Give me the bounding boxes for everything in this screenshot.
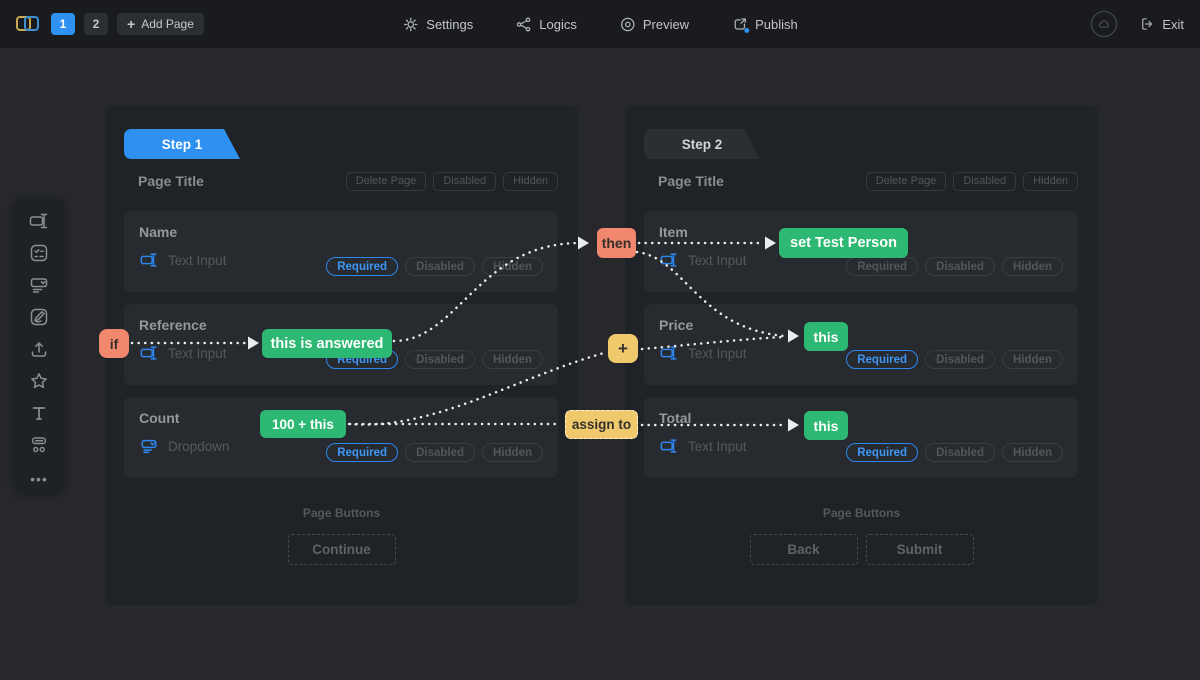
radio-group-tool[interactable] — [29, 435, 49, 455]
delete-page-button[interactable]: Delete Page — [865, 171, 947, 191]
logic-plus-operator-badge[interactable]: + — [608, 334, 638, 363]
page-disabled-toggle[interactable]: Disabled — [953, 171, 1017, 191]
text-input-icon — [659, 251, 679, 269]
step1-tab[interactable]: Step 1 — [124, 129, 240, 159]
dropdown-icon — [139, 437, 159, 455]
upload-tool[interactable] — [29, 339, 49, 359]
field-type-label: Dropdown — [168, 438, 230, 454]
exit-label: Exit — [1162, 16, 1184, 32]
plus-icon: + — [127, 16, 136, 32]
field-row-name[interactable]: Name Text Input Required Disabled Hidden — [124, 211, 558, 292]
required-toggle[interactable]: Required — [326, 257, 399, 276]
signature-tool[interactable] — [29, 307, 49, 327]
field-type-label: Text Input — [168, 252, 227, 268]
required-toggle[interactable]: Required — [326, 443, 399, 462]
delete-page-button[interactable]: Delete Page — [345, 171, 427, 191]
field-type-label: Text Input — [688, 252, 747, 268]
top-bar: 1 2 + Add Page Settings Logics — [0, 0, 1200, 48]
field-row-price[interactable]: Price Text Input Required Disabled Hidde… — [644, 304, 1078, 385]
text-tool[interactable] — [29, 403, 49, 423]
field-type-label: Text Input — [688, 438, 747, 454]
hidden-toggle[interactable]: Hidden — [482, 257, 543, 276]
logic-if-badge[interactable]: if — [99, 329, 129, 358]
logic-assign-badge[interactable]: assign to — [565, 410, 638, 439]
page-tab-1[interactable]: 1 — [51, 13, 75, 35]
nav-logics-label: Logics — [539, 16, 577, 32]
hidden-toggle[interactable]: Hidden — [1002, 257, 1063, 276]
nav-preview[interactable]: Preview — [619, 16, 689, 33]
field-row-total[interactable]: Total Text Input Required Disabled Hidde… — [644, 397, 1078, 478]
add-page-label: Add Page — [141, 17, 194, 31]
page-buttons-label: Page Buttons — [302, 506, 381, 520]
page-card-step2: Step 2 Page Title Delete Page Disabled H… — [625, 106, 1098, 605]
hidden-toggle[interactable]: Hidden — [482, 350, 543, 369]
page-title: Page Title — [138, 173, 204, 189]
field-type-label: Text Input — [688, 345, 747, 361]
field-label: Reference — [139, 317, 207, 333]
disabled-toggle[interactable]: Disabled — [405, 350, 476, 369]
required-toggle[interactable]: Required — [846, 350, 919, 369]
disabled-toggle[interactable]: Disabled — [925, 350, 996, 369]
logic-condition-badge[interactable]: this is answered — [262, 329, 392, 358]
required-toggle[interactable]: Required — [846, 443, 919, 462]
preview-eye-icon — [619, 16, 636, 33]
logic-action-badge[interactable]: set Test Person — [779, 228, 908, 258]
continue-button[interactable]: Continue — [287, 534, 396, 565]
submit-button[interactable]: Submit — [865, 534, 974, 565]
hidden-toggle[interactable]: Hidden — [1002, 350, 1063, 369]
logic-then-badge[interactable]: then — [597, 228, 636, 258]
nav-preview-label: Preview — [642, 16, 690, 32]
page-hidden-toggle[interactable]: Hidden — [1023, 171, 1078, 191]
share-nodes-icon — [515, 16, 532, 33]
text-input-icon — [659, 344, 679, 362]
add-page-button[interactable]: + Add Page — [117, 13, 204, 35]
logout-icon — [1139, 16, 1155, 32]
field-label: Total — [659, 410, 692, 426]
field-types-toolbar: ••• — [14, 198, 64, 492]
exit-button[interactable]: Exit — [1139, 16, 1184, 32]
nav-publish-label: Publish — [755, 16, 798, 32]
text-input-icon — [139, 344, 159, 362]
logic-formula-badge[interactable]: 100 + this — [260, 410, 346, 438]
back-button[interactable]: Back — [749, 534, 858, 565]
nav-settings-label: Settings — [426, 16, 474, 32]
page-tab-2[interactable]: 2 — [84, 13, 108, 35]
field-label: Item — [659, 224, 688, 240]
disabled-toggle[interactable]: Disabled — [925, 443, 996, 462]
disabled-toggle[interactable]: Disabled — [405, 257, 476, 276]
gear-icon — [402, 16, 419, 33]
more-tools-button[interactable]: ••• — [30, 471, 48, 487]
text-input-tool[interactable] — [29, 211, 49, 231]
cloud-icon — [1097, 17, 1111, 31]
dropdown-tool[interactable] — [29, 275, 49, 295]
required-toggle[interactable]: Required — [846, 257, 919, 276]
step2-tab[interactable]: Step 2 — [644, 129, 760, 159]
choice-tool[interactable] — [29, 243, 49, 263]
page-disabled-toggle[interactable]: Disabled — [433, 171, 497, 191]
logic-this-total-badge[interactable]: this — [804, 411, 848, 440]
publish-notification-dot — [744, 27, 750, 33]
disabled-toggle[interactable]: Disabled — [405, 443, 476, 462]
page-buttons-label: Page Buttons — [822, 506, 901, 520]
disabled-toggle[interactable]: Disabled — [925, 257, 996, 276]
field-type-label: Text Input — [168, 345, 227, 361]
logic-this-price-badge[interactable]: this — [804, 322, 848, 351]
page-title: Page Title — [658, 173, 724, 189]
field-label: Name — [139, 224, 178, 240]
rating-star-tool[interactable] — [29, 371, 49, 391]
field-label: Price — [659, 317, 694, 333]
text-input-icon — [139, 251, 159, 269]
field-label: Count — [139, 410, 180, 426]
cloud-sync-button[interactable] — [1091, 11, 1118, 37]
text-input-icon — [659, 437, 679, 455]
hidden-toggle[interactable]: Hidden — [482, 443, 543, 462]
hidden-toggle[interactable]: Hidden — [1002, 443, 1063, 462]
app-logo-icon — [16, 12, 42, 36]
nav-logics[interactable]: Logics — [515, 16, 577, 33]
publish-external-icon — [731, 16, 750, 33]
nav-settings[interactable]: Settings — [402, 16, 473, 33]
nav-publish[interactable]: Publish — [731, 16, 798, 33]
page-hidden-toggle[interactable]: Hidden — [503, 171, 558, 191]
